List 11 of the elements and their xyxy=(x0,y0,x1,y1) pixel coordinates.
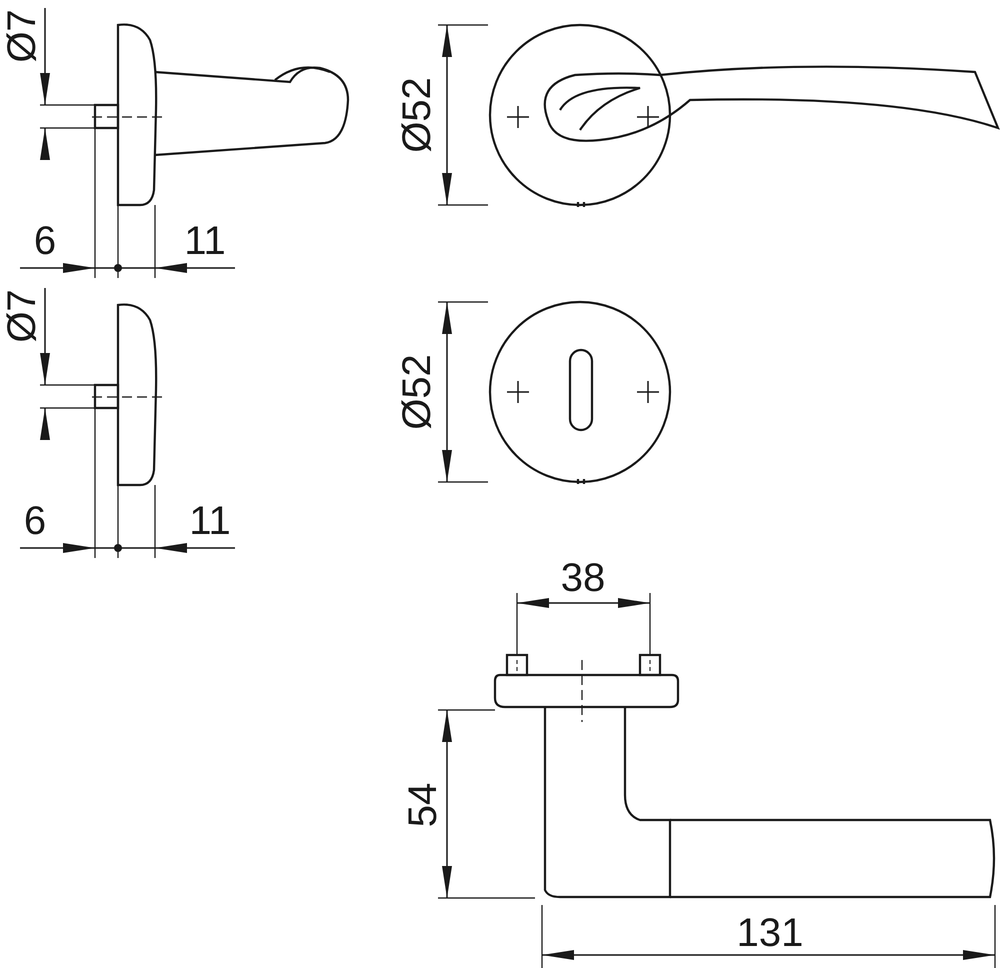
dimension-label: 11 xyxy=(189,501,231,541)
dimension-label: 11 xyxy=(184,221,226,261)
dimension-label: 6 xyxy=(34,221,56,261)
dimension-label: 6 xyxy=(24,501,46,541)
dimension-label: Ø52 xyxy=(397,77,437,153)
dimension-label: 131 xyxy=(736,913,804,953)
dimension-label: Ø7 xyxy=(2,289,42,343)
dimension-label: 38 xyxy=(560,558,606,598)
dimension-label: 54 xyxy=(403,782,443,828)
dimension-label: Ø52 xyxy=(397,354,437,430)
dimension-label: Ø7 xyxy=(2,9,42,63)
